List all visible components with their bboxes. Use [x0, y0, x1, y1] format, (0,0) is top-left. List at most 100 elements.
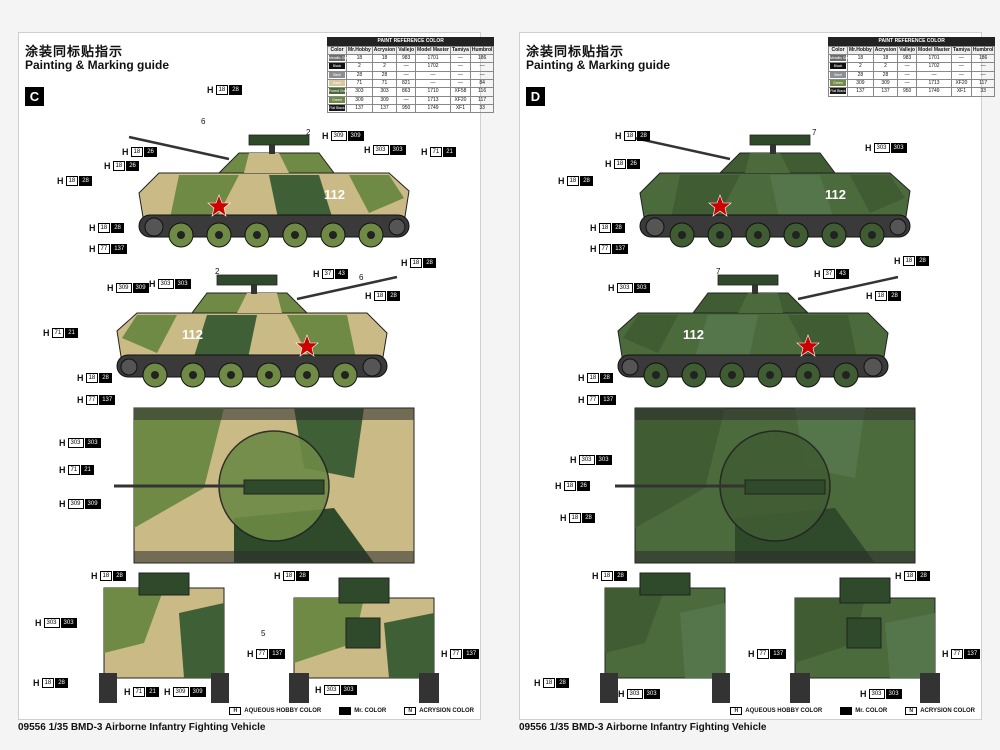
vehicle-front-view [600, 572, 730, 703]
camo-patch [623, 315, 678, 353]
table-cell: 309 [872, 78, 899, 89]
table-cell: 1702 [415, 62, 451, 72]
table-cell: 137 [847, 87, 874, 97]
table-cell: 303 [371, 87, 398, 97]
left-track [99, 673, 117, 703]
red-star-icon [796, 334, 820, 357]
table-cell: — [916, 70, 952, 81]
table-cell: 18 [872, 53, 899, 64]
table-cell: 71 [371, 78, 398, 89]
table-cell: 2 [872, 62, 899, 72]
th-model-master: Model Master [415, 46, 451, 55]
color-swatch: Black [830, 63, 846, 70]
camo-patch [745, 153, 790, 173]
table-cell: 117 [970, 78, 996, 89]
table-cell: Metallic Gray [327, 53, 350, 64]
table-cell: — [970, 70, 996, 81]
table-cell: 950 [897, 87, 918, 97]
legend-mr: Mr. COLOR [339, 707, 386, 715]
paint-reference-table: PAINT REFERENCE COLOR Color Mr.Hobby Acr… [828, 37, 996, 97]
turret-number: 112 [324, 187, 345, 202]
table-cell: 117 [469, 95, 495, 105]
track-bottom [134, 551, 414, 563]
table-cell: 1749 [916, 87, 952, 97]
table-cell: 28 [346, 70, 373, 81]
drive-sprocket [863, 357, 883, 377]
table-cell: — [449, 70, 471, 81]
footer-product-title: 09556 1/35 BMD-3 Airborne Infantry Fight… [18, 722, 266, 733]
drive-sprocket [362, 357, 382, 377]
table-cell: Steel [828, 70, 848, 81]
table-cell: — [415, 70, 451, 81]
camo-patch [134, 408, 224, 528]
table-cell: Black [828, 62, 848, 72]
color-swatch: Metallic Gray [329, 55, 350, 61]
wheel-hub [177, 231, 185, 239]
turret-front [639, 572, 691, 596]
table-cell: 116 [469, 87, 495, 97]
idler-wheel [889, 218, 907, 236]
rear-door [846, 617, 882, 649]
table-cell: XF20 [449, 95, 471, 105]
camo-patch [738, 293, 783, 313]
th-acrysion: Acrysion [371, 46, 398, 55]
table-cell: 1710 [415, 87, 451, 97]
camo-patch [605, 588, 665, 653]
callout-number: 2 [215, 267, 220, 276]
table-cell: Green [828, 78, 848, 89]
drive-sprocket [144, 217, 164, 237]
th-tamiya: Tamiya [449, 46, 471, 55]
table-cell: Flat Black [327, 103, 347, 114]
table-cell: 983 [396, 53, 417, 64]
table-cell: 309 [371, 95, 398, 105]
table-cell: — [950, 53, 972, 64]
table-header-row: Color Mr.Hobby Acrysion Vallejo Model Ma… [327, 46, 495, 55]
table-cell: 950 [396, 103, 417, 114]
red-star-icon [207, 194, 231, 217]
table-cell: XF1 [950, 87, 972, 97]
missile-launcher [248, 134, 310, 146]
callout-number: 7 [716, 267, 721, 276]
turret-roof [744, 479, 826, 495]
camo-patch [788, 315, 858, 363]
callout-number: 5 [261, 629, 266, 638]
wheel-hub [728, 371, 736, 379]
idler-wheel [621, 358, 639, 376]
main-gun [797, 275, 899, 301]
color-swatch: Green [830, 79, 846, 86]
color-swatch: Green [329, 96, 345, 103]
table-cell: 2 [847, 62, 874, 72]
right-track [419, 673, 439, 703]
camo-patch [104, 588, 164, 653]
turret-number: 112 [182, 327, 203, 342]
wheel-hub [303, 371, 311, 379]
camo-patch [237, 293, 282, 313]
